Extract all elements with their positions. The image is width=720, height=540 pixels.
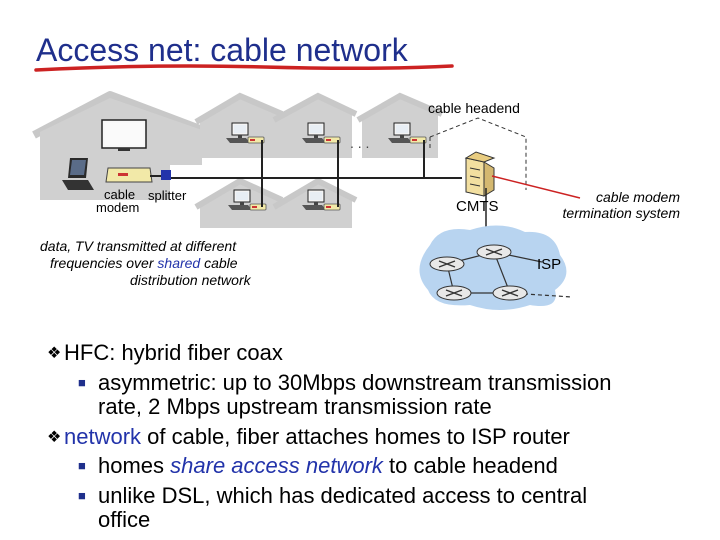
coax-lines [150, 140, 462, 207]
bullet-square-icon: ■ [78, 458, 86, 473]
caption-line-2: frequencies over shared cable [50, 255, 238, 271]
bullet-square-icon: ■ [78, 488, 86, 503]
cable-modem-icon [105, 167, 153, 183]
page-title: Access net: cable network [36, 32, 408, 68]
bullet-network: ❖network of cable, fiber attaches homes … [47, 424, 570, 449]
sub-bullet-dsl-cont: office [98, 507, 151, 532]
bullet-diamond-icon: ❖ [47, 345, 62, 362]
splitter-label: splitter [148, 188, 187, 203]
bullet-hfc: ❖HFC: hybrid fiber coax [47, 340, 283, 365]
bullet-diamond-icon: ❖ [47, 429, 62, 446]
caption-line-3: distribution network [130, 272, 251, 288]
laptop-icon [62, 158, 94, 190]
more-homes-dots: . . . [350, 135, 370, 151]
bullet-square-icon: ■ [78, 375, 86, 390]
home-main [32, 91, 210, 200]
sub-bullet-asymmetric: ■asymmetric: up to 30Mbps downstream tra… [78, 370, 612, 395]
sub-bullet-asymmetric-cont: rate, 2 Mbps upstream transmission rate [98, 394, 492, 419]
isp-cloud [419, 225, 573, 310]
cable-headend [429, 117, 527, 238]
sub-bullet-share: ■homes share access network to cable hea… [78, 453, 558, 478]
title-underline [34, 64, 454, 72]
caption-line-1: data, TV transmitted at different [40, 238, 237, 254]
sub-bullet-dsl: ■unlike DSL, which has dedicated access … [78, 483, 588, 508]
cable-network-diagram [32, 91, 581, 310]
cmts-label: CMTS [456, 198, 499, 215]
headend-label: cable headend [428, 100, 520, 116]
cmts-icon [464, 151, 496, 197]
splitter-icon [161, 170, 171, 180]
isp-label: ISP [537, 256, 562, 273]
